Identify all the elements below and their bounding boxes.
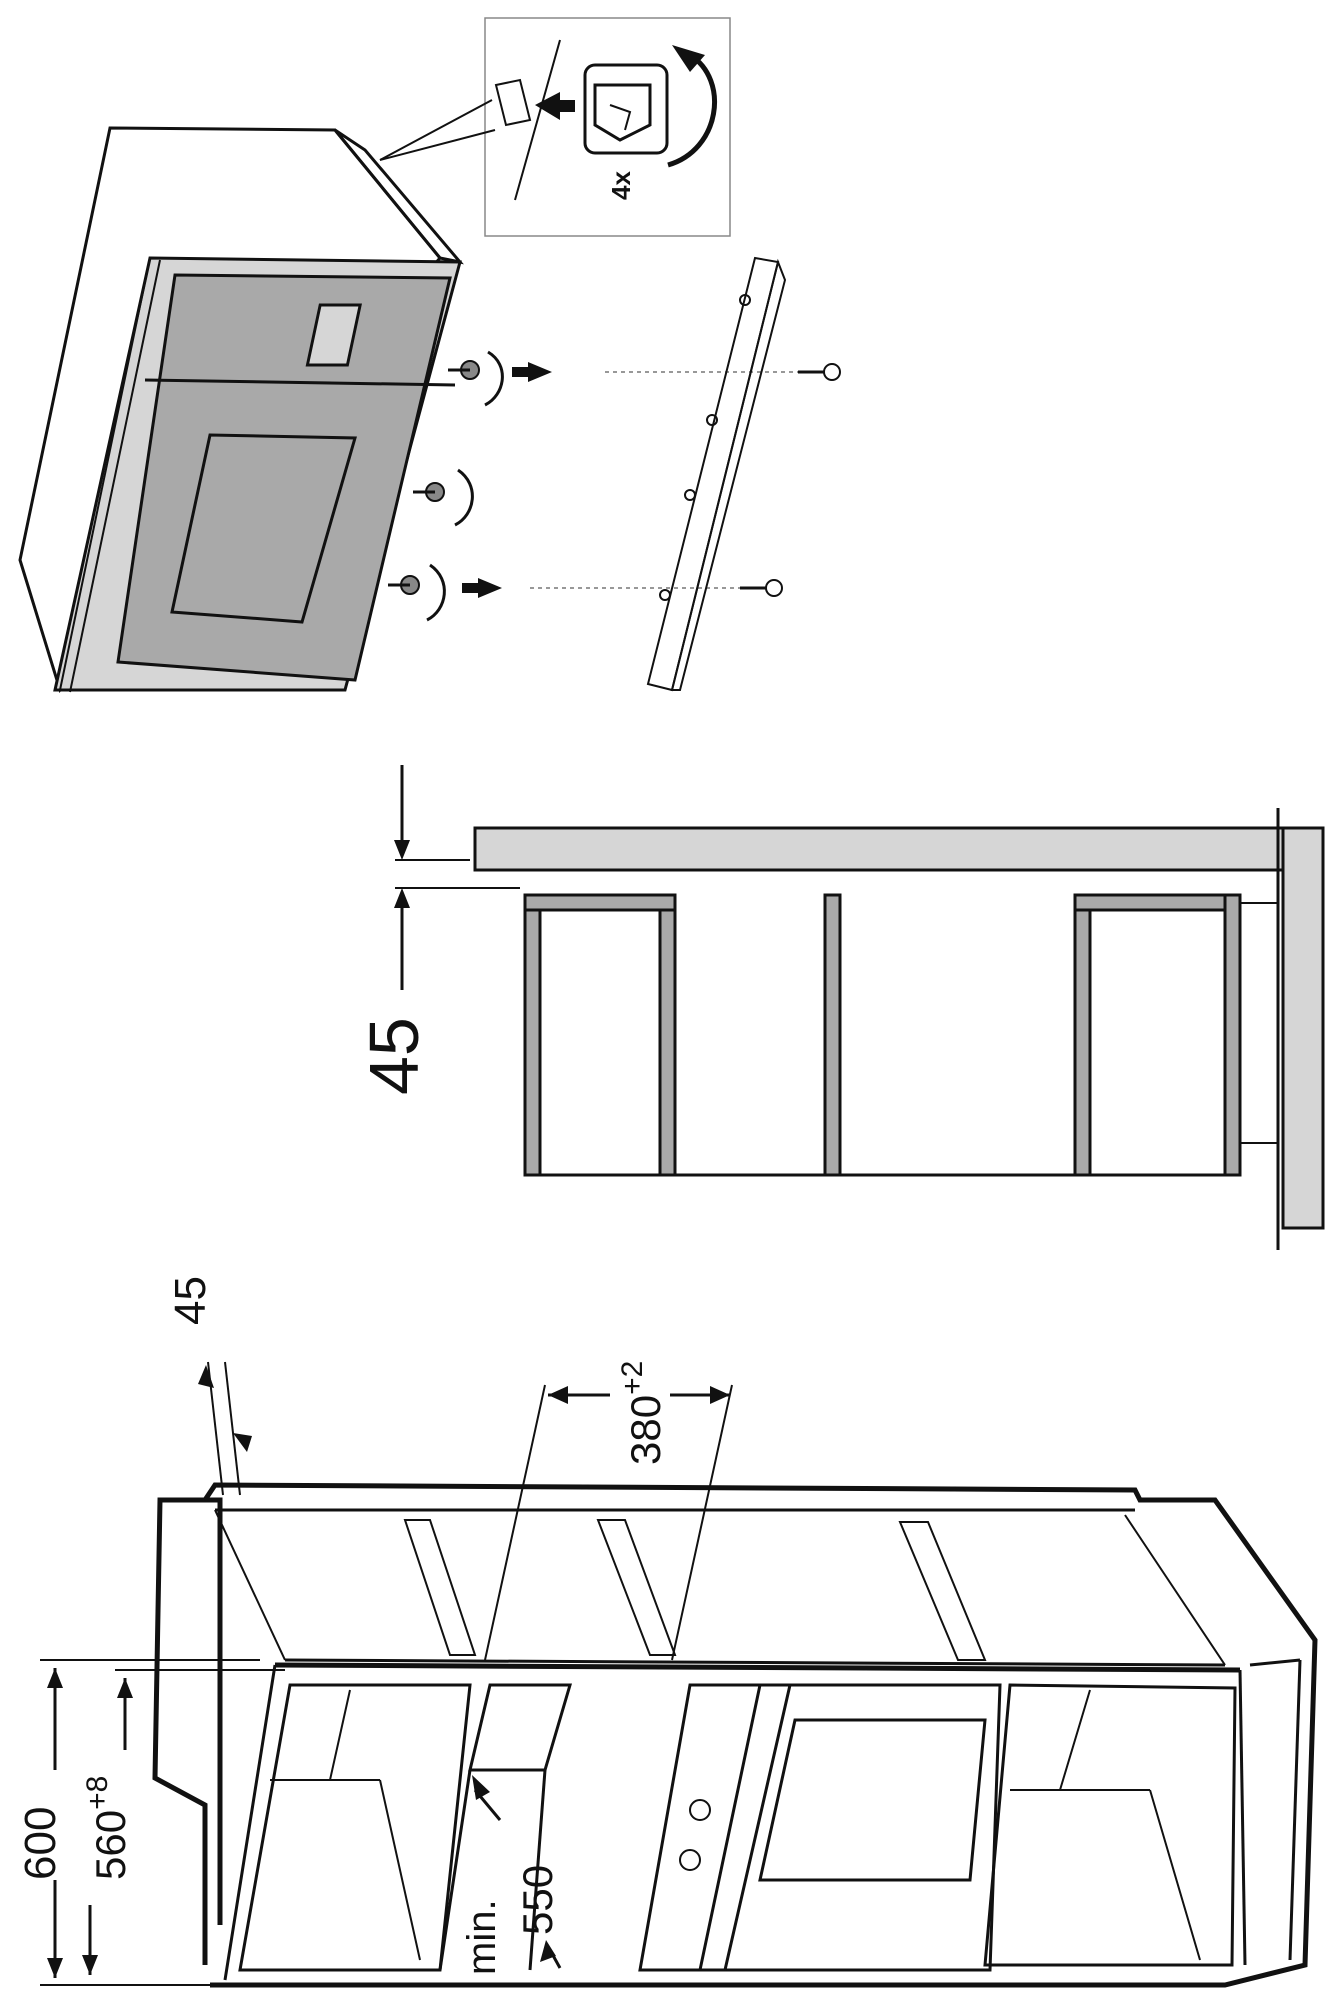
screw-icon [413, 482, 445, 502]
microwave-unit [18, 126, 464, 694]
screw-icon [388, 575, 420, 595]
screw-icon [740, 579, 783, 597]
right-compartment [983, 1683, 1237, 1967]
niche-height-dimension-label: 560+8 [81, 1776, 134, 1880]
min-label: min. [460, 1899, 504, 1975]
countertop-section-panel: 45 [355, 765, 1325, 1250]
bracket-detail-inset: 4x [484, 17, 731, 237]
screw-icon [448, 360, 480, 380]
push-arrow-icon [462, 578, 502, 598]
push-arrow-icon [512, 362, 552, 382]
clip-icon [583, 63, 669, 155]
mounting-rail [646, 256, 787, 692]
oven-niche [438, 1683, 573, 1971]
microwave-mounting-panel: 4x [18, 17, 841, 694]
control-display [305, 303, 362, 367]
spacing-dimension-label: 380+2 [616, 1361, 669, 1465]
height-dimension-label: 600 [16, 1807, 65, 1880]
countertop [473, 826, 1289, 872]
depth-dimension-label: 550 [514, 1865, 561, 1935]
left-compartment [238, 1683, 472, 1972]
wall [1281, 826, 1325, 1230]
top-gap-dimension-label: 45 [166, 1276, 215, 1325]
oven-front [638, 1683, 1002, 1972]
upper-compartment [214, 1508, 1226, 1667]
cabinet-installation-panel: 45 380+2 600 560+8 min. 550 [16, 1276, 1318, 1988]
screw-icon [798, 363, 841, 381]
gap-dimension-label: 45 [355, 1017, 433, 1095]
rotate-arrow-icon [667, 52, 718, 168]
multiplier-label: 4x [606, 171, 636, 200]
